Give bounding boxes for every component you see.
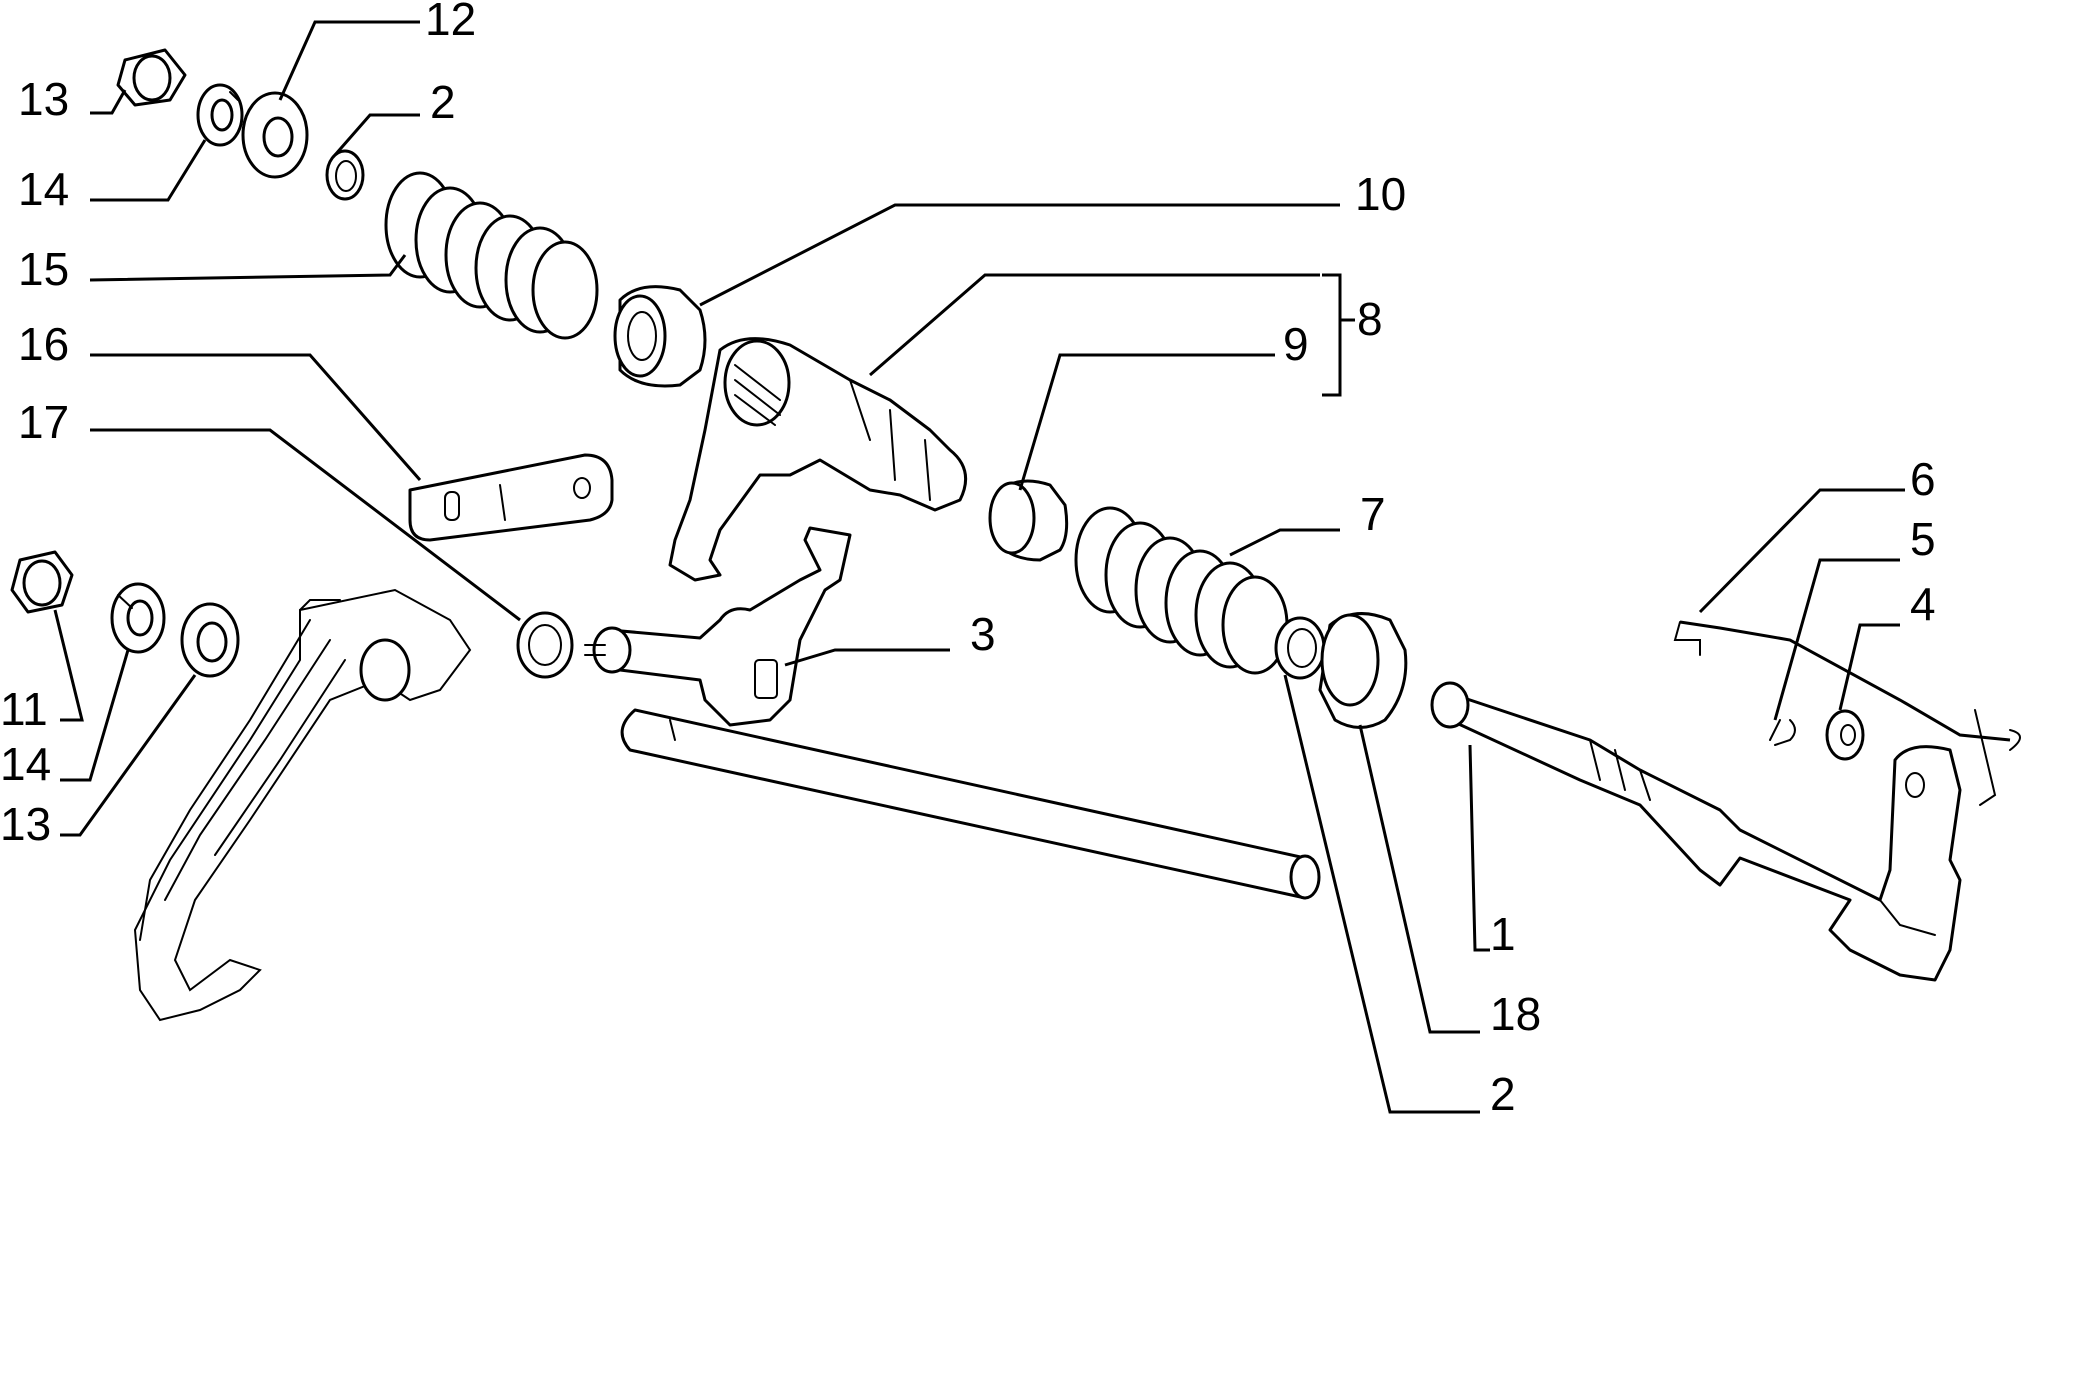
cotter-pin-5 <box>1769 719 1796 746</box>
callout-7: 7 <box>1360 488 1386 540</box>
flat-washer-bottom-13 <box>180 602 240 678</box>
callout-6: 6 <box>1910 453 1936 505</box>
washer-4 <box>1825 709 1865 761</box>
arm-3 <box>584 526 852 727</box>
callout-2-top: 2 <box>430 76 456 128</box>
nut-top-13 <box>116 48 187 107</box>
pedal-lever-outline <box>133 588 472 1022</box>
o-ring-top-2 <box>325 149 365 201</box>
callout-8: 8 <box>1357 293 1383 345</box>
o-ring-bottom-2 <box>1274 616 1326 680</box>
callout-11: 11 <box>0 683 48 735</box>
callout-18: 18 <box>1490 988 1541 1040</box>
split-washer-top-14 <box>196 83 244 147</box>
callout-9: 9 <box>1283 318 1309 370</box>
flat-washer-12 <box>241 91 309 179</box>
spring-15 <box>384 171 599 340</box>
callout-13-top: 13 <box>18 73 69 125</box>
callout-5: 5 <box>1910 513 1936 565</box>
callout-3: 3 <box>970 608 996 660</box>
callout-10: 10 <box>1355 168 1406 220</box>
callout-1: 1 <box>1490 908 1516 960</box>
o-ring-17 <box>516 611 574 679</box>
wire-clip-6 <box>1673 620 2021 806</box>
bushing-9 <box>988 479 1069 562</box>
long-rod <box>620 708 1321 900</box>
callout-14-top: 14 <box>18 163 69 215</box>
callout-12: 12 <box>425 0 476 45</box>
callout-17: 17 <box>18 396 69 448</box>
callout-2-bottom: 2 <box>1490 1068 1516 1120</box>
spring-7 <box>1074 506 1289 675</box>
callout-15: 15 <box>18 243 69 295</box>
lever-shaft-8 <box>668 337 968 582</box>
callout-13-bottom: 13 <box>0 798 51 850</box>
split-washer-bottom-14 <box>110 582 166 654</box>
plate-16 <box>408 453 614 542</box>
callout-4: 4 <box>1910 578 1936 630</box>
nut-bottom-11 <box>10 550 74 614</box>
bushing-10 <box>613 285 707 388</box>
callout-16: 16 <box>18 318 69 370</box>
cup-18 <box>1318 612 1408 729</box>
callout-14-bottom: 14 <box>0 738 51 790</box>
leader-lines <box>53 20 1905 1114</box>
shaft-1 <box>1430 681 1962 982</box>
callout-labels: 13 14 15 16 17 12 2 10 8 9 7 3 6 5 4 1 1… <box>0 0 1936 1120</box>
